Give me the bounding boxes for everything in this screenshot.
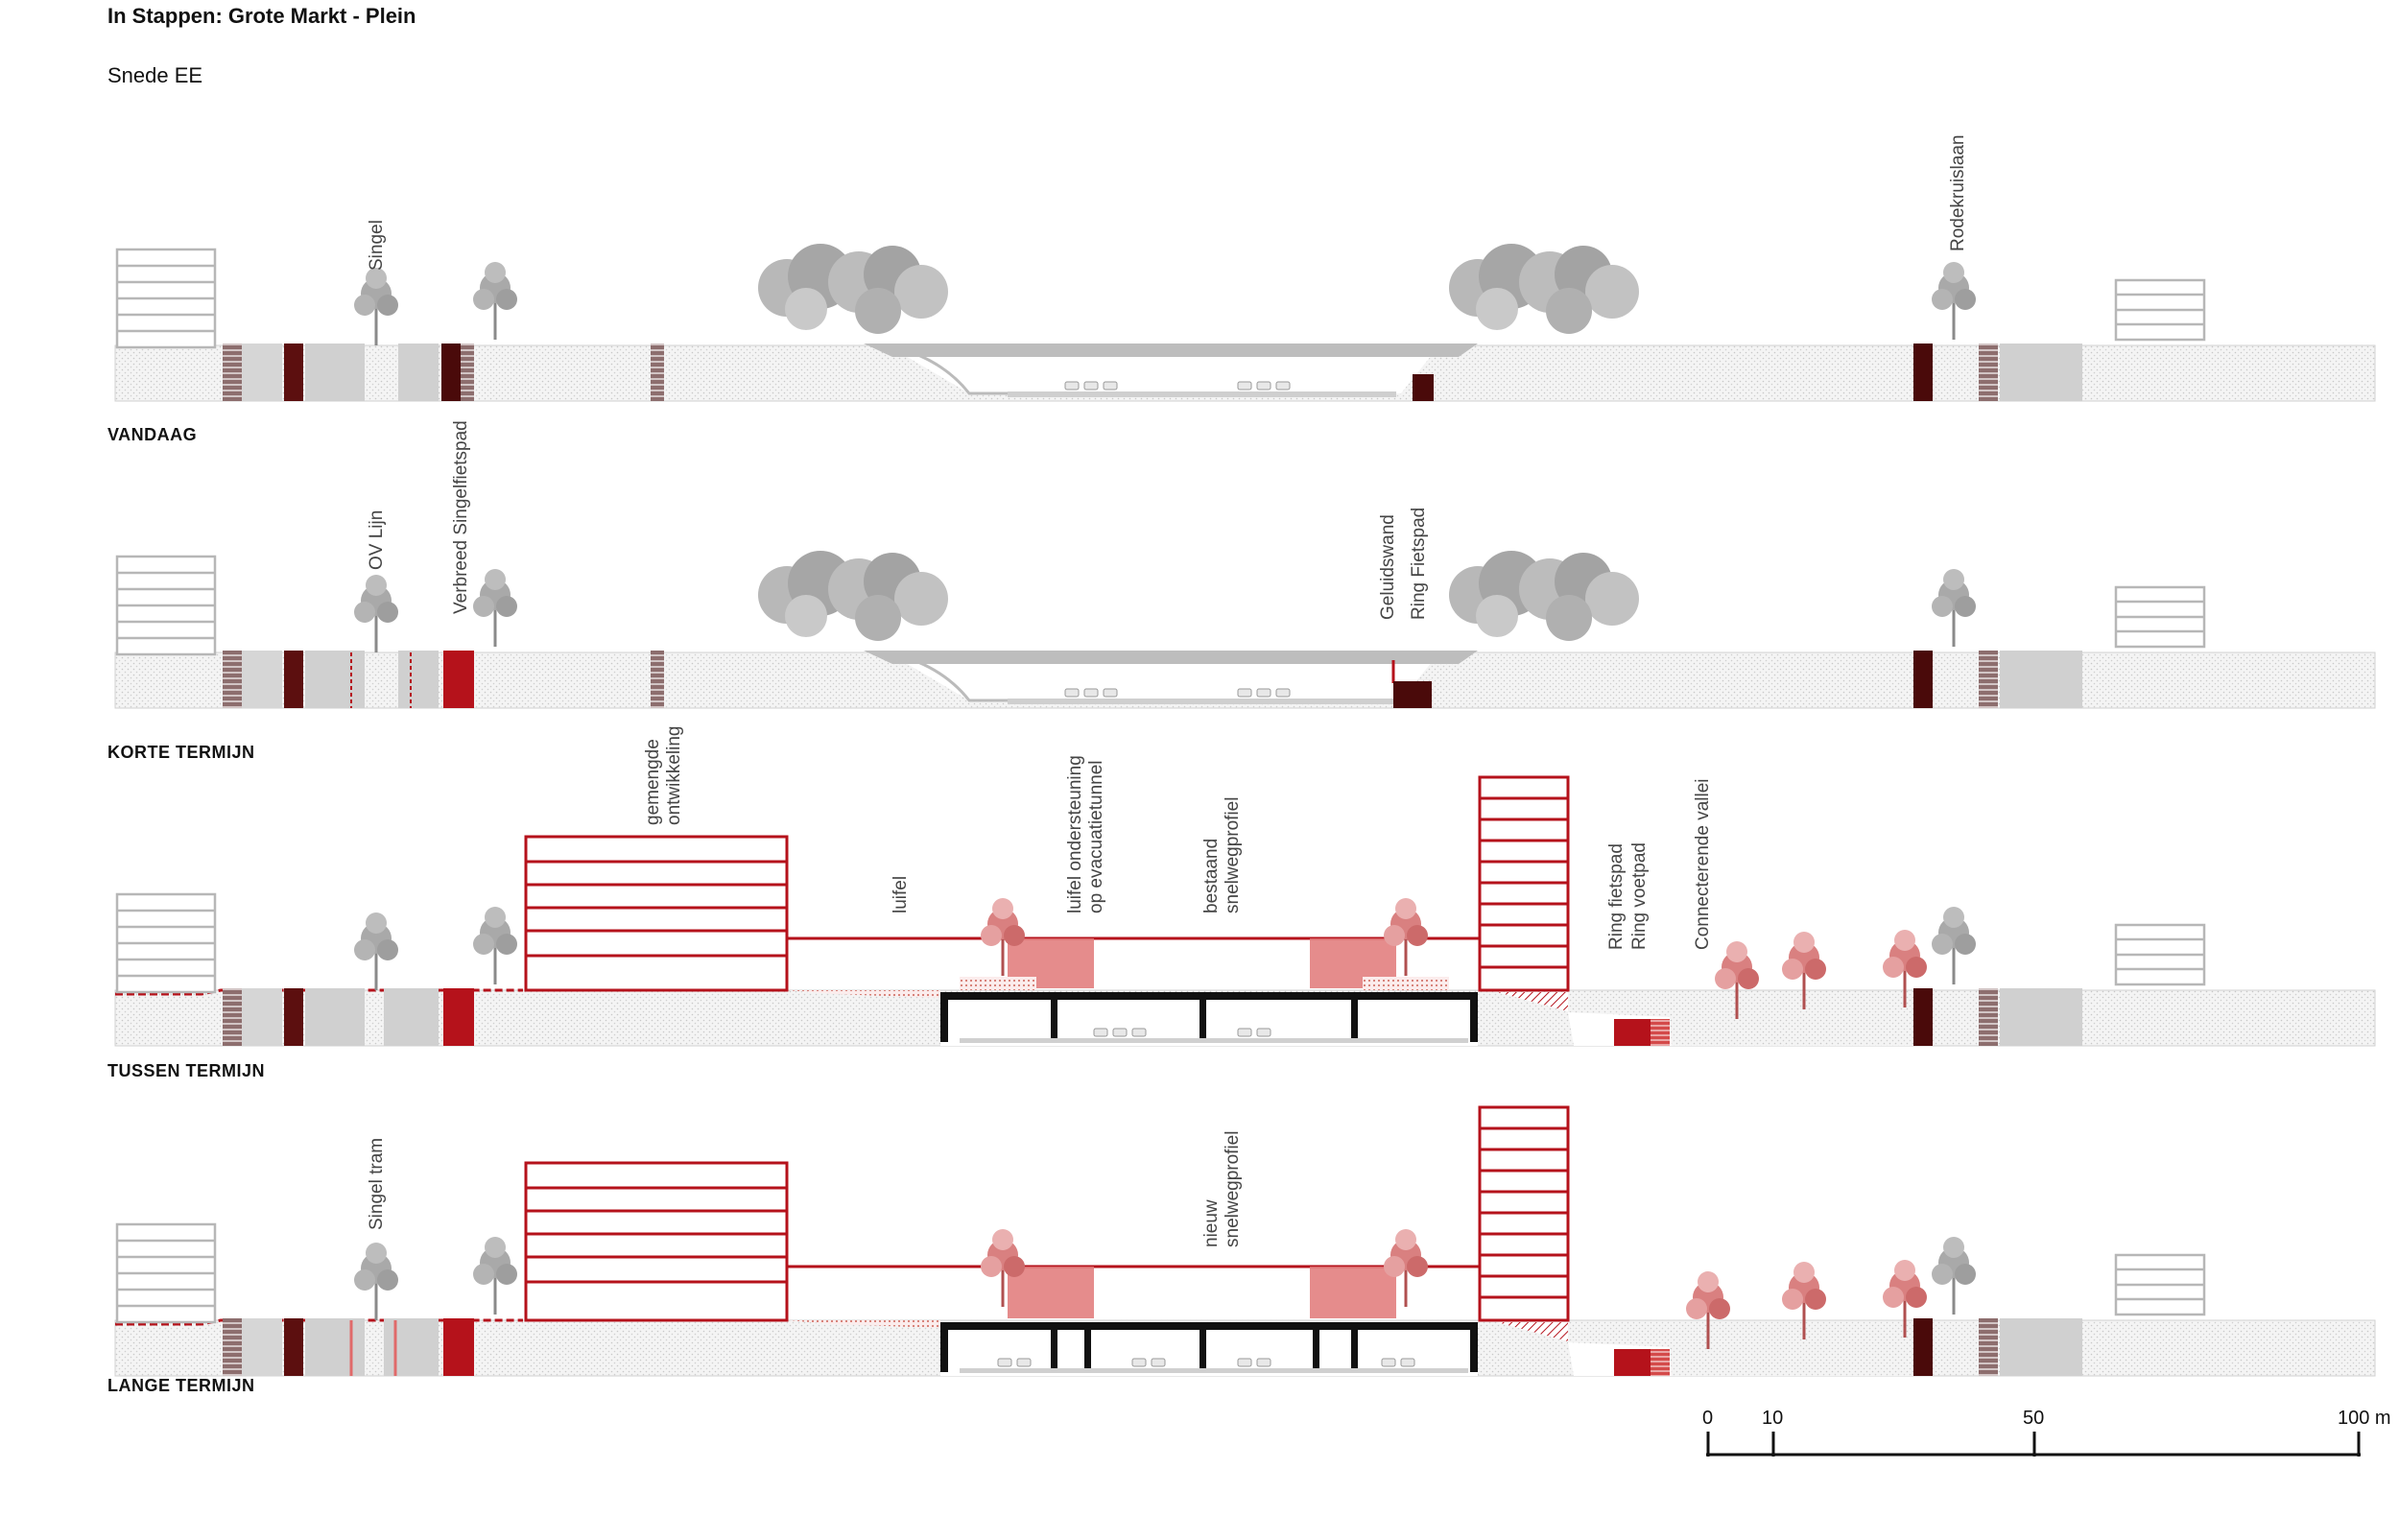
section-tussen-termijn [114,775,2376,1047]
scale-tick-10: 10 [1762,1408,1783,1429]
label-singel: Singel [367,220,387,271]
scale-tick-0: 0 [1702,1408,1713,1429]
label-ring-voetpad: Ring voetpad [1629,842,1650,950]
label-snelwegprofiel-2: snelwegprofiel [1223,1131,1243,1247]
section-korte-termijn [114,551,2376,709]
section-lange-termijn [114,1105,2376,1377]
label-op-evacuatietunnel: op evacuatietunnel [1086,760,1106,913]
row-label-korte-termijn: KORTE TERMIJN [107,743,255,762]
label-snelwegprofiel: snelwegprofiel [1223,797,1243,913]
row-label-lange-termijn: LANGE TERMIJN [107,1376,255,1395]
drawing-title: In Stappen: Grote Markt - Plein [107,4,416,28]
scale-tick-100: 100 m [2338,1408,2391,1429]
label-ontwikkeling: ontwikkeling [664,726,684,826]
label-nieuw: nieuw [1201,1199,1222,1247]
annotations: Singel Rodekruislaan OV Lijn Verbreed Si… [367,135,1968,1247]
row-label-tussen-termijn: TUSSEN TERMIJN [107,1061,266,1080]
section-subtitle: Snede EE [107,63,203,87]
label-ring-fietspad-2: Ring fietspad [1606,843,1627,950]
label-luifel-ondersteuning: luifel ondersteuning [1065,755,1085,913]
label-ring-fietspad: Ring Fietspad [1409,508,1429,620]
label-geluidswand: Geluidswand [1378,514,1398,620]
scale-tick-50: 50 [2023,1408,2044,1429]
section-vandaag [114,244,2376,402]
label-rodekruislaan: Rodekruislaan [1948,135,1968,251]
label-gemengde: gemengde [643,739,663,825]
label-connecterende-vallei: Connecterende vallei [1693,778,1713,950]
label-bestaand: bestaand [1201,839,1222,913]
label-luifel: luifel [891,876,911,913]
row-label-vandaag: VANDAAG [107,425,198,444]
label-singel-tram: Singel tram [367,1138,387,1230]
label-verbreed-singelfietspad: Verbreed Singelfietspad [451,420,471,614]
label-ov-lijn: OV Lijn [367,510,387,570]
scale-bar: 0 10 50 100 m [1702,1408,2391,1457]
